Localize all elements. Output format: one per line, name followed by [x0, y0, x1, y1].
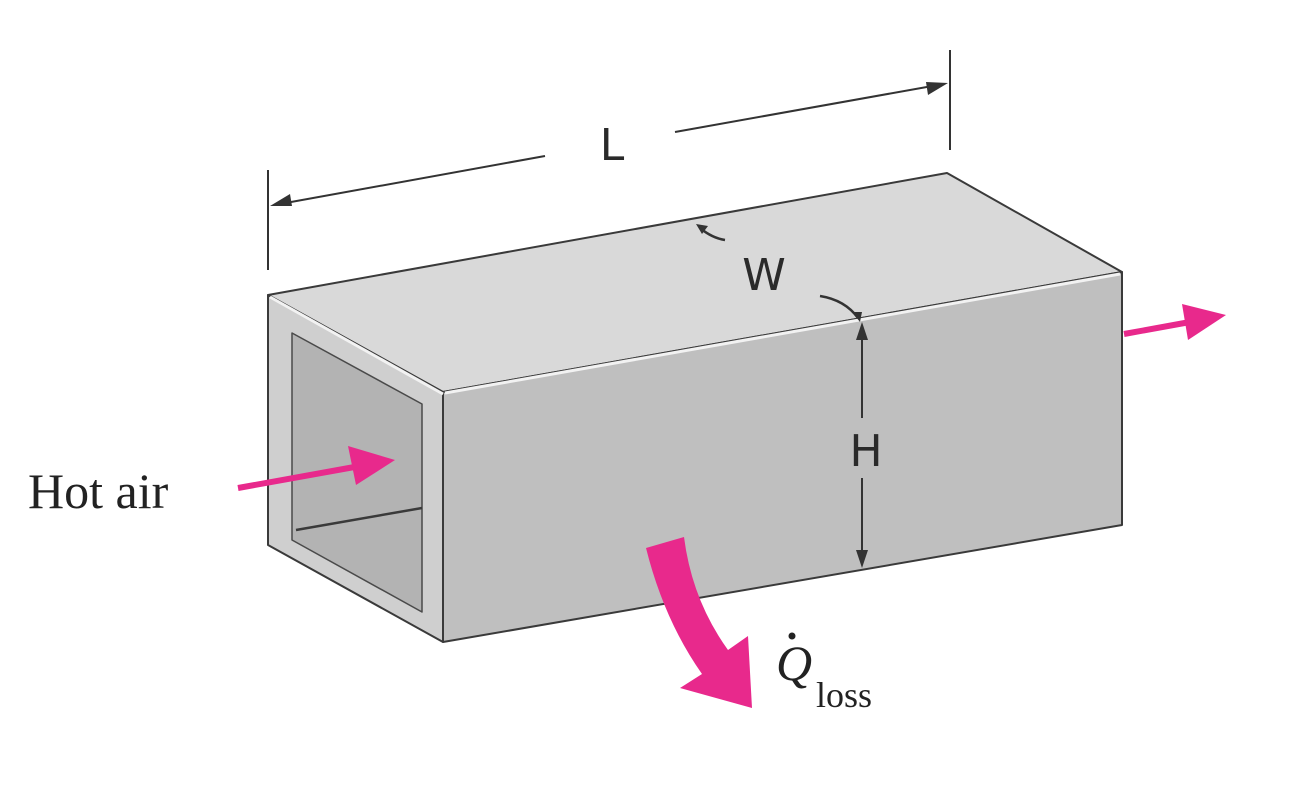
heat-rate-dot-icon	[788, 632, 796, 640]
length-dimension-line	[674, 84, 939, 133]
height-label: H	[849, 426, 882, 477]
heat-loss-arrow	[646, 537, 752, 708]
dimension-height: H	[849, 322, 883, 568]
rectangular-duct	[267, 172, 1123, 643]
inlet-flow: Hot air	[28, 446, 395, 519]
duct-highlight-edge	[269, 295, 444, 396]
duct-highlight-edge	[444, 272, 1121, 395]
width-label: W	[742, 250, 786, 301]
dimension-width: W	[696, 224, 862, 322]
height-arrowhead	[856, 550, 868, 568]
heat-loss-label: Q	[776, 635, 812, 691]
width-arrowhead	[696, 224, 708, 234]
heat-loss: Q loss	[646, 537, 872, 715]
length-arrowhead	[926, 82, 948, 95]
length-dimension-line	[279, 155, 546, 205]
height-arrowhead	[856, 322, 868, 340]
outlet-arrow-shaft	[1123, 319, 1191, 337]
inlet-label: Hot air	[28, 463, 169, 519]
heat-loss-subscript: loss	[816, 675, 872, 715]
inlet-arrow-shaft	[237, 463, 361, 491]
inlet-arrow-head	[348, 446, 395, 485]
duct-inner-floor-edge	[295, 506, 423, 532]
width-arrowhead	[852, 312, 862, 322]
length-label: L	[600, 120, 625, 171]
length-arrowhead	[270, 194, 292, 206]
dimension-length: L	[267, 50, 951, 270]
outlet-flow	[1123, 304, 1226, 340]
outlet-arrow-head	[1182, 304, 1226, 340]
